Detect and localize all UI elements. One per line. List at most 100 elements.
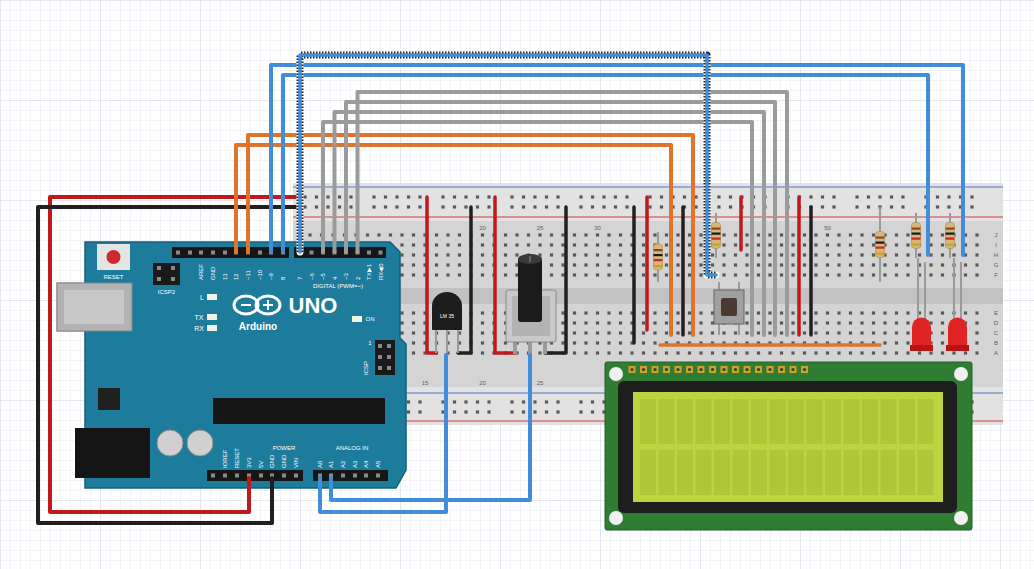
lcd-character-cell [640, 450, 656, 495]
lcd-board [605, 362, 972, 530]
rail-hole [407, 205, 410, 208]
breadboard-hole [734, 331, 737, 334]
reset-button [107, 250, 121, 264]
breadboard-hole [412, 243, 415, 246]
breadboard-hole [573, 341, 576, 344]
jumper-wire [632, 207, 636, 343]
breadboard-hole [941, 341, 944, 344]
breadboard-hole [584, 273, 587, 276]
breadboard-hole [849, 311, 852, 314]
reset-button [97, 244, 130, 270]
breadboard-hole [665, 273, 668, 276]
lcd-character-cell [677, 450, 693, 495]
breadboard-hole [596, 341, 599, 344]
rail-hole [453, 195, 456, 198]
rail-hole [591, 205, 594, 208]
breadboard-hole [791, 331, 794, 334]
breadboard-hole [722, 273, 725, 276]
row-letter: I [995, 242, 997, 248]
rail-hole [418, 400, 421, 403]
breadboard-hole [745, 331, 748, 334]
rail-hole [533, 400, 536, 403]
wire [358, 92, 788, 335]
breadboard-hole [676, 311, 679, 314]
rail-hole [832, 205, 835, 208]
pin-label: 12 [233, 273, 239, 280]
breadboard-hole [400, 321, 403, 324]
breadboard-hole [872, 321, 875, 324]
wire [335, 112, 765, 335]
breadboard-hole [504, 233, 507, 236]
lcd-character-cell [788, 450, 804, 495]
breadboard-hole [734, 243, 737, 246]
breadboard-hole [860, 253, 863, 256]
breadboard-hole [860, 233, 863, 236]
rail-hole [545, 195, 548, 198]
rail-hole [453, 205, 456, 208]
breadboard-hole [676, 321, 679, 324]
breadboard-hole [814, 311, 817, 314]
breadboard-hole [596, 311, 599, 314]
breadboard-hole [872, 351, 875, 354]
usb-connector [57, 283, 132, 331]
rail-hole [418, 195, 421, 198]
breadboard-hole [872, 253, 875, 256]
breadboard-hole [481, 341, 484, 344]
column-number: 30 [594, 225, 601, 231]
pin-label: 13 [222, 273, 228, 280]
breadboard-hole [699, 321, 702, 324]
breadboard-hole [964, 311, 967, 314]
pot-shaft [518, 258, 542, 322]
rail-hole [602, 195, 605, 198]
breadboard-hole [504, 243, 507, 246]
breadboard-hole [504, 253, 507, 256]
rail-hole [476, 400, 479, 403]
pin-label: RESET [234, 448, 240, 468]
rail-hole [832, 195, 835, 198]
wire [248, 135, 693, 335]
rail-hole [338, 205, 341, 208]
breadboard-hole [481, 273, 484, 276]
breadboard-hole [607, 341, 610, 344]
lcd-pin [709, 366, 716, 373]
breadboard-hole [573, 243, 576, 246]
header-label: ANALOG IN [336, 445, 369, 451]
pin-label: ~11 [245, 270, 251, 280]
rail-hole [464, 205, 467, 208]
lcd-character-cell [825, 399, 841, 444]
breadboard-hole [446, 263, 449, 266]
pin-label: A2 [340, 461, 346, 468]
rail-hole [660, 195, 663, 198]
breadboard-hole [768, 331, 771, 334]
pin-label: ~5 [320, 273, 326, 280]
pin-label: TX▶1 [366, 264, 372, 280]
breadboard-hole [768, 253, 771, 256]
breadboard-hole [826, 273, 829, 276]
breadboard-hole [872, 311, 875, 314]
breadboard-hole [584, 233, 587, 236]
breadboard-hole [607, 243, 610, 246]
pin-label: 8 [280, 277, 286, 280]
breadboard-hole [791, 351, 794, 354]
header-pin [282, 474, 286, 478]
breadboard-hole [446, 243, 449, 246]
breadboard-hole [757, 331, 760, 334]
rail-hole [970, 195, 973, 198]
pin-label: A4 [363, 461, 369, 468]
lcd-pin [688, 368, 691, 371]
sensor-leg [435, 328, 437, 353]
breadboard-hole [883, 311, 886, 314]
breadboard-hole [941, 331, 944, 334]
selected-wire-halo [300, 55, 716, 275]
pin-header [207, 470, 303, 481]
breadboard-hole [826, 311, 829, 314]
breadboard-hole [975, 263, 978, 266]
breadboard-hole [906, 243, 909, 246]
rail-hole [947, 205, 950, 208]
breadboard-hole [883, 331, 886, 334]
arduino-board [57, 242, 406, 488]
breadboard-hole [803, 233, 806, 236]
lcd-character-cell [881, 399, 897, 444]
breadboard-hole [734, 263, 737, 266]
pin-label: ~6 [309, 273, 315, 280]
